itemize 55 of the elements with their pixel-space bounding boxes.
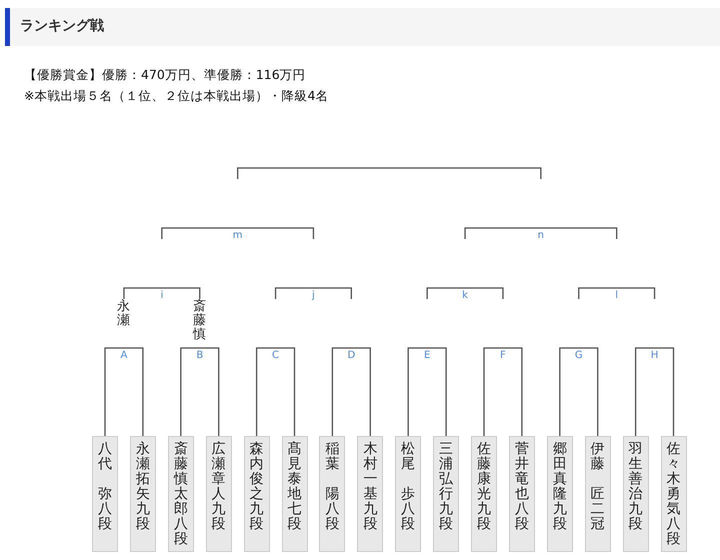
- winner-name: 永瀬: [116, 300, 131, 328]
- player-name: 歩八段: [401, 487, 416, 532]
- player-box: [92, 436, 118, 552]
- player-box: [622, 436, 649, 552]
- player-name: 森内俊之九段: [250, 442, 265, 532]
- player-name: 広瀬章人九段: [212, 442, 227, 532]
- page-title: ランキング戦: [20, 17, 104, 35]
- match-letter: j: [312, 290, 315, 301]
- player-box: [206, 436, 232, 552]
- match-letter: G: [574, 350, 583, 361]
- match-letter: B: [196, 350, 204, 361]
- match-letter: C: [272, 350, 280, 361]
- match-letter: i: [160, 290, 164, 301]
- player-box: [357, 436, 384, 552]
- player-box: [584, 436, 611, 552]
- player-box: [130, 436, 156, 552]
- player-name: 伊藤: [590, 442, 606, 472]
- player-box: [282, 436, 308, 552]
- player-name: 菅井竜也八段: [514, 442, 530, 532]
- player-name: 三浦弘行九段: [439, 442, 454, 532]
- player-name: 髙見泰地七段: [288, 442, 302, 532]
- player-name: 松尾: [401, 442, 416, 472]
- player-box: [395, 436, 422, 552]
- player-box: [471, 436, 497, 552]
- note-text: ※本戦出場５名（１位、２位は本戦出場）・降級4名: [24, 88, 328, 105]
- player-name: 弥八段: [98, 487, 113, 532]
- note-text: 【優勝賞金】優勝：470万円、準優勝：116万円: [24, 67, 306, 84]
- player-name: 郷田真隆九段: [552, 442, 568, 532]
- match-letter: F: [500, 350, 506, 361]
- player-box: [244, 436, 270, 552]
- winner-name: 斎藤慎: [192, 300, 207, 342]
- player-name: 木村一基九段: [363, 442, 378, 532]
- match-letter: k: [462, 290, 468, 301]
- player-box: [660, 436, 686, 552]
- match-letter: n: [538, 230, 544, 241]
- player-box: [168, 436, 194, 552]
- player-box: [433, 436, 460, 552]
- match-letter: H: [650, 350, 658, 361]
- match-letter: D: [348, 350, 356, 361]
- player-name: 陽八段: [325, 487, 340, 532]
- player-name: 八代: [98, 442, 113, 472]
- match-letter: A: [120, 350, 128, 361]
- player-box: [319, 436, 346, 552]
- player-name: 羽生善治九段: [628, 442, 644, 532]
- player-name: 稲葉: [325, 442, 340, 472]
- player-name: 斎藤慎太郎八段: [174, 442, 189, 547]
- match-letter: m: [232, 230, 243, 241]
- player-box: [508, 436, 535, 552]
- player-name: 佐藤康光九段: [477, 442, 492, 532]
- player-name: 佐々木勇気八段: [666, 442, 682, 547]
- player-name: 永瀬拓矢九段: [136, 442, 151, 532]
- match-letter: E: [424, 350, 430, 361]
- match-letter: l: [615, 290, 618, 301]
- player-box: [546, 436, 573, 552]
- player-name: 匠二冠: [590, 487, 606, 532]
